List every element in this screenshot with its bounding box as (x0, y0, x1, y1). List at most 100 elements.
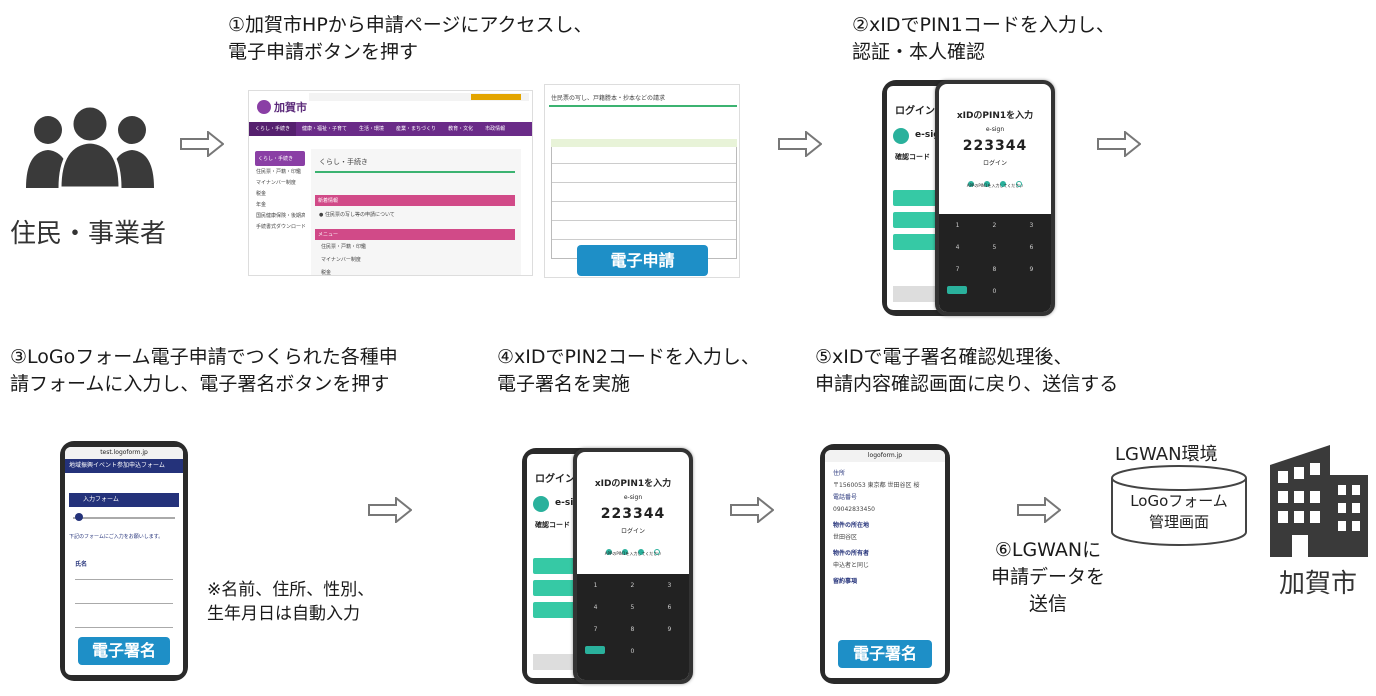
arrow-right-icon (1017, 497, 1061, 523)
arrow-right-icon (368, 497, 412, 523)
step6-line1: ⑥LGWANに (994, 539, 1102, 561)
note-line2: 生年月日は自動入力 (207, 604, 360, 624)
pin-keypad[interactable]: 1 2 3 4 5 6 7 8 9 0 (939, 214, 1051, 312)
sidebar-item[interactable]: 税金 (256, 191, 267, 197)
key[interactable]: 8 (630, 626, 635, 633)
note-line1: ※名前、住所、性別、 (207, 580, 375, 600)
key[interactable]: 9 (1029, 266, 1034, 273)
form-url: test.logoform.jp (65, 447, 183, 459)
key[interactable]: 2 (992, 222, 997, 229)
pin2-entry-card: xIDのPIN1を入力 e-sign 223344 ログイン APPのPIN1を… (573, 448, 693, 684)
step2-line1: ②xIDでPIN1コードを入力し、 (852, 14, 1115, 36)
city-label: 加賀市 (1279, 569, 1358, 599)
autofill-note: ※名前、住所、性別、 生年月日は自動入力 (207, 578, 374, 626)
lgwan-env-label: LGWAN環境 (1115, 444, 1218, 465)
step5-line1: ⑤xIDで電子署名確認処理後、 (815, 346, 1073, 368)
pin1-entry-card: xIDのPIN1を入力 e-sign 223344 ログイン APPのPIN1を… (935, 80, 1055, 316)
key[interactable]: 7 (593, 626, 598, 633)
nav-item[interactable]: 健康・福祉・子育て (302, 126, 348, 132)
confirm-label: 物件の所在地 (833, 522, 870, 529)
step2-line2: 認証・本人確認 (852, 41, 986, 63)
pin-header: xIDのPIN1を入力 (956, 111, 1034, 121)
city-logo-text: 加賀市 (274, 101, 307, 114)
step3-caption: ③LoGoフォーム電子申請でつくられた各種申 請フォームに入力し、電子署名ボタン… (10, 344, 398, 398)
key[interactable]: 6 (1029, 244, 1034, 251)
db-line1: LoGoフォーム (1130, 492, 1228, 510)
key[interactable]: 4 (593, 604, 598, 611)
pin-keypad[interactable]: 1 2 3 4 5 6 7 8 9 0 (577, 574, 689, 680)
doc-title: 住民票の写し、戸籍謄本・抄本などの請求 (551, 95, 666, 102)
key[interactable]: 0 (630, 648, 635, 655)
sidebar-item[interactable]: 手続書式ダウンロード (256, 224, 305, 230)
sidebar-item[interactable]: 年金 (256, 202, 267, 208)
key[interactable]: 4 (955, 244, 960, 251)
key[interactable]: 1 (593, 582, 598, 589)
nav-item[interactable]: 市政情報 (485, 126, 506, 132)
confirm-value: 09042833450 (833, 506, 875, 513)
key[interactable]: 3 (1029, 222, 1034, 229)
esign-label: e-sign (985, 126, 1005, 133)
key[interactable]: 5 (992, 244, 997, 251)
news-header: 新着情報 (315, 195, 515, 206)
menu-item[interactable]: マイナンバー制度 (321, 257, 361, 263)
sidebar-item[interactable]: 住民票・戸籍・印鑑 (256, 169, 302, 175)
key[interactable]: 9 (667, 626, 672, 633)
arrow-right-icon (778, 131, 822, 157)
pin-dots (939, 172, 1051, 191)
e-signature-button[interactable]: 電子署名 (78, 637, 170, 665)
menu-item[interactable]: 税金 (321, 270, 332, 276)
nav-item[interactable]: 産業・まちづくり (396, 126, 437, 132)
e-signature-button[interactable]: 電子署名 (838, 640, 932, 668)
main-title: くらし・手続き (319, 158, 368, 166)
step6-line2: 申請データを (990, 566, 1105, 588)
form-section: 入力フォーム (69, 493, 179, 507)
menu-header: メニュー (315, 229, 515, 240)
pin-sub: ログイン (982, 160, 1007, 167)
sidebar-item[interactable]: 国民健康保険・後期高齢者医療制度 (256, 213, 305, 219)
confirm-value: 世田谷区 (833, 534, 858, 541)
arrow-right-icon (180, 131, 224, 157)
pin-hint: APPのPIN1を入力してください (966, 183, 1024, 188)
step6-caption: ⑥LGWANに 申請データを 送信 (978, 537, 1118, 618)
city-website-screenshot: 加賀市 くらし・手続き 健康・福祉・子育て 生活・環境 産業・まちづくり 教育・… (248, 90, 533, 276)
step1-caption: ①加賀市HPから申請ページにアクセスし、 電子申請ボタンを押す (228, 12, 592, 66)
step5-line2: 申請内容確認画面に戻り、送信する (815, 373, 1119, 395)
confirm-label: 物件の所有者 (833, 550, 870, 557)
nav-item[interactable]: 生活・環境 (359, 126, 385, 132)
step1-line2: 電子申請ボタンを押す (228, 41, 419, 63)
key[interactable]: 3 (667, 582, 672, 589)
key[interactable]: 1 (955, 222, 960, 229)
confirm-url: logoform.jp (825, 450, 945, 462)
news-item[interactable]: ● 住民票の写し等の申請について (319, 212, 395, 218)
confirm-label: 留約事項 (833, 578, 858, 585)
arrow-right-icon (1097, 131, 1141, 157)
key[interactable]: 0 (992, 288, 997, 295)
e-application-button[interactable]: 電子申請 (577, 245, 708, 276)
confirm-label: 住所 (833, 470, 846, 477)
pin-hint: APPのPIN1を入力してください (604, 551, 662, 556)
arrow-right-icon (730, 497, 774, 523)
site-sidebar: くらし・手続き 住民票・戸籍・印鑑 マイナンバー制度 税金 年金 国民健康保険・… (255, 151, 305, 232)
pin-code: 223344 (600, 506, 666, 522)
nav-item[interactable]: くらし・手続き (249, 122, 297, 136)
step4-caption: ④xIDでPIN2コードを入力し、 電子署名を実施 (497, 344, 760, 398)
nav-item[interactable]: 教育・文化 (448, 126, 474, 132)
lgwan-db-label: LoGoフォーム 管理画面 (1110, 491, 1248, 533)
step5-caption: ⑤xIDで電子署名確認処理後、 申請内容確認画面に戻り、送信する (815, 344, 1118, 398)
site-nav: くらし・手続き 健康・福祉・子育て 生活・環境 産業・まちづくり 教育・文化 市… (249, 122, 532, 136)
step4-line2: 電子署名を実施 (497, 373, 631, 395)
confirm-items: 住所 〒1560053 東京都 世田谷区 桜 電話番号 09042833450 … (833, 468, 919, 588)
menu-item[interactable]: 住民票・戸籍・印鑑 (321, 244, 367, 250)
sidebar-title: くらし・手続き (255, 151, 305, 166)
login-title: ログイン (535, 474, 575, 485)
step6-line3: 送信 (1028, 593, 1067, 615)
key[interactable]: 2 (630, 582, 635, 589)
key[interactable]: 5 (630, 604, 635, 611)
key[interactable]: 8 (992, 266, 997, 273)
key[interactable]: 7 (955, 266, 960, 273)
actor-label: 住民・事業者 (10, 219, 167, 249)
sidebar-item[interactable]: マイナンバー制度 (256, 180, 296, 186)
key[interactable]: 6 (667, 604, 672, 611)
database-icon (1111, 465, 1247, 546)
step1-line1: ①加賀市HPから申請ページにアクセスし、 (228, 14, 593, 36)
